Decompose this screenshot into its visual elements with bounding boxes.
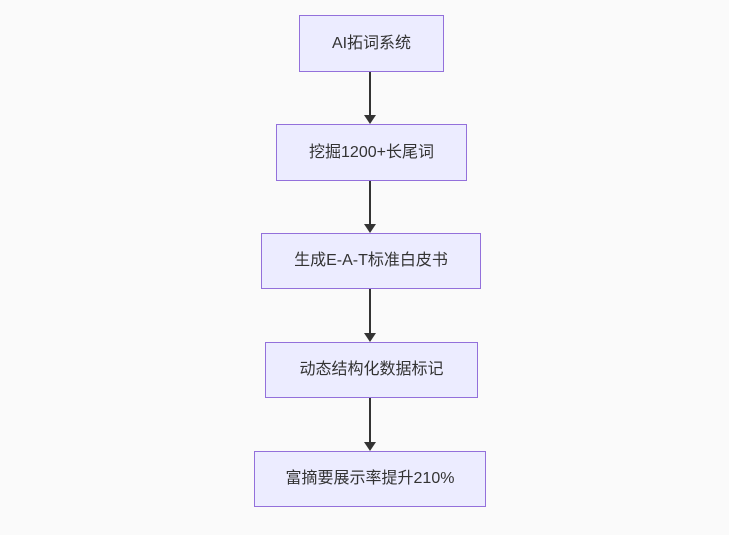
flow-node-structured-data: 动态结构化数据标记 <box>265 342 478 398</box>
flow-node-ai-system: AI拓词系统 <box>299 15 444 72</box>
arrow-down-icon <box>364 289 376 342</box>
arrow-line <box>369 72 371 117</box>
arrow-line <box>369 398 371 444</box>
arrow-head-icon <box>364 442 376 451</box>
flow-node-label: 富摘要展示率提升210% <box>285 470 455 488</box>
arrow-line <box>369 289 371 335</box>
flow-node-rich-snippet-rate: 富摘要展示率提升210% <box>254 451 486 507</box>
flow-node-label: AI拓词系统 <box>331 34 412 52</box>
arrow-down-icon <box>364 398 376 451</box>
arrow-down-icon <box>364 181 376 233</box>
arrow-head-icon <box>364 333 376 342</box>
flow-node-label: 动态结构化数据标记 <box>299 361 444 379</box>
arrow-line <box>369 181 371 226</box>
flow-node-longtail-keywords: 挖掘1200+长尾词 <box>276 124 467 181</box>
flow-node-label: 生成E-A-T标准白皮书 <box>294 252 448 270</box>
arrow-head-icon <box>364 224 376 233</box>
arrow-down-icon <box>364 72 376 124</box>
flow-node-eat-whitepaper: 生成E-A-T标准白皮书 <box>261 233 481 289</box>
flow-node-label: 挖掘1200+长尾词 <box>309 143 434 161</box>
arrow-head-icon <box>364 115 376 124</box>
